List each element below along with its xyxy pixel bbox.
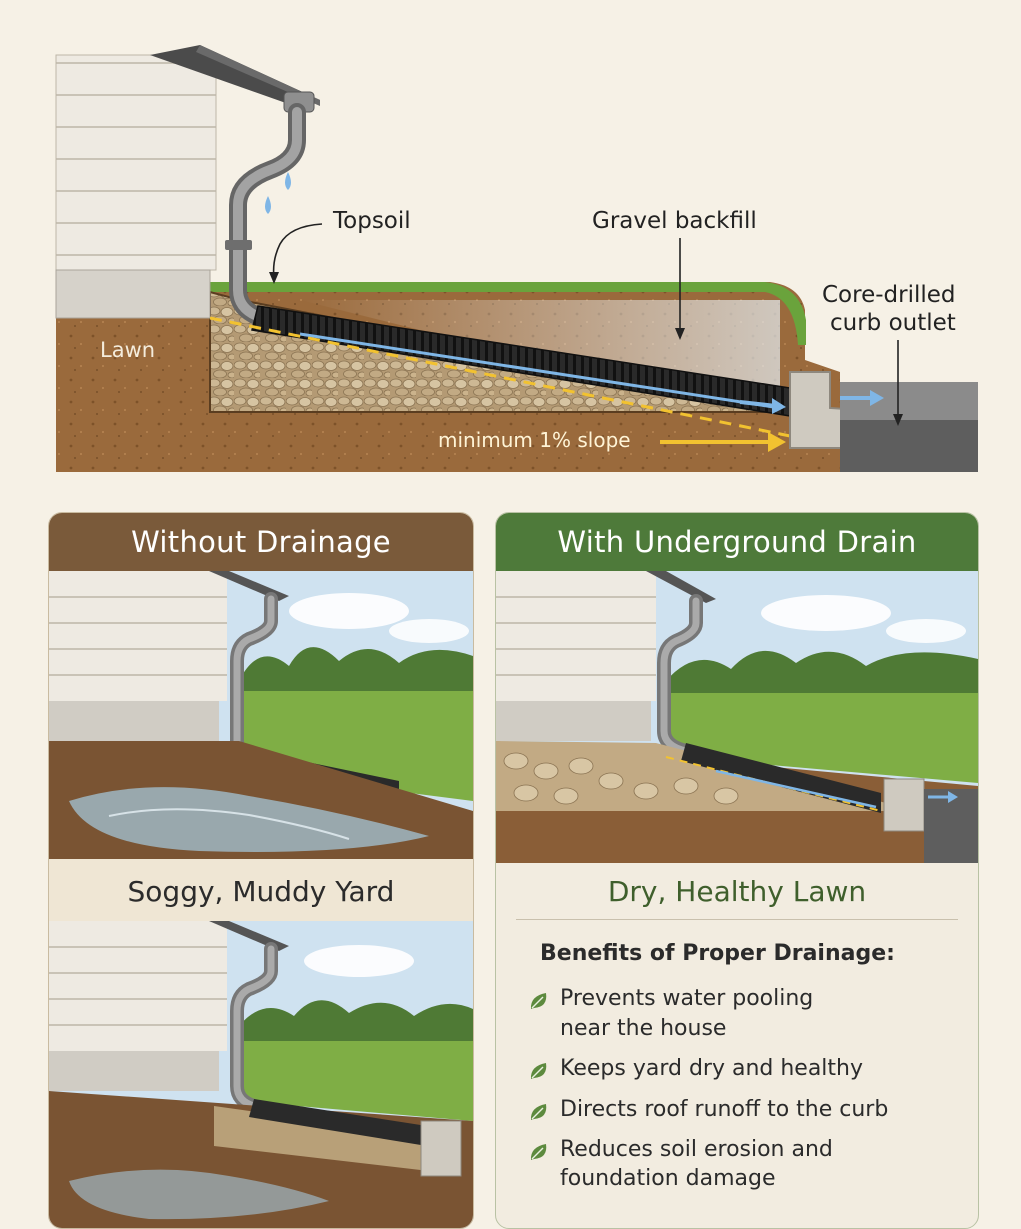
- benefit-1-line2: near the house: [560, 1016, 727, 1041]
- benefit-3-line1: Directs roof runoff to the curb: [560, 1097, 889, 1122]
- leaf-icon: [530, 1063, 547, 1079]
- healthy-lawn-caption: Dry, Healthy Lawn: [607, 875, 867, 908]
- leaf-icon: [530, 993, 547, 1009]
- benefit-4-line2: foundation damage: [560, 1166, 776, 1191]
- cross-section-svg: [55, 45, 978, 472]
- lawn-label: Lawn: [100, 338, 156, 362]
- benefits-title: Benefits of Proper Drainage:: [540, 941, 895, 966]
- soggy-yard-caption: Soggy, Muddy Yard: [127, 875, 395, 908]
- leaf-icon: [530, 1144, 547, 1160]
- gravel-backfill-label: Gravel backfill: [592, 208, 757, 234]
- leaf-icon: [530, 1104, 547, 1120]
- caption-divider: [516, 919, 958, 920]
- curb-outlet-label-line2: curb outlet: [830, 310, 956, 336]
- cross-section-diagram: Topsoil Gravel backfill Core-drilled cur…: [0, 0, 1021, 480]
- benefit-4-line1: Reduces soil erosion and: [560, 1137, 833, 1162]
- with-drain-title: With Underground Drain: [496, 513, 978, 571]
- transition-yard-illustration: [49, 921, 473, 1228]
- soggy-yard-illustration: [49, 571, 473, 859]
- slope-label: minimum 1% slope: [438, 428, 631, 452]
- benefit-2-line1: Keeps yard dry and healthy: [560, 1056, 864, 1081]
- healthy-lawn-illustration: [496, 571, 978, 863]
- benefit-1-line1: Prevents water pooling: [560, 986, 814, 1011]
- curb-outlet-label-line1: Core-drilled: [822, 282, 956, 308]
- topsoil-label: Topsoil: [333, 208, 411, 234]
- with-drain-panel: With Underground Drain Dry, Healthy Lawn…: [495, 512, 979, 1229]
- without-drainage-panel: Without Drainage Soggy, Muddy Yard: [48, 512, 474, 1229]
- without-drainage-title: Without Drainage: [49, 513, 473, 571]
